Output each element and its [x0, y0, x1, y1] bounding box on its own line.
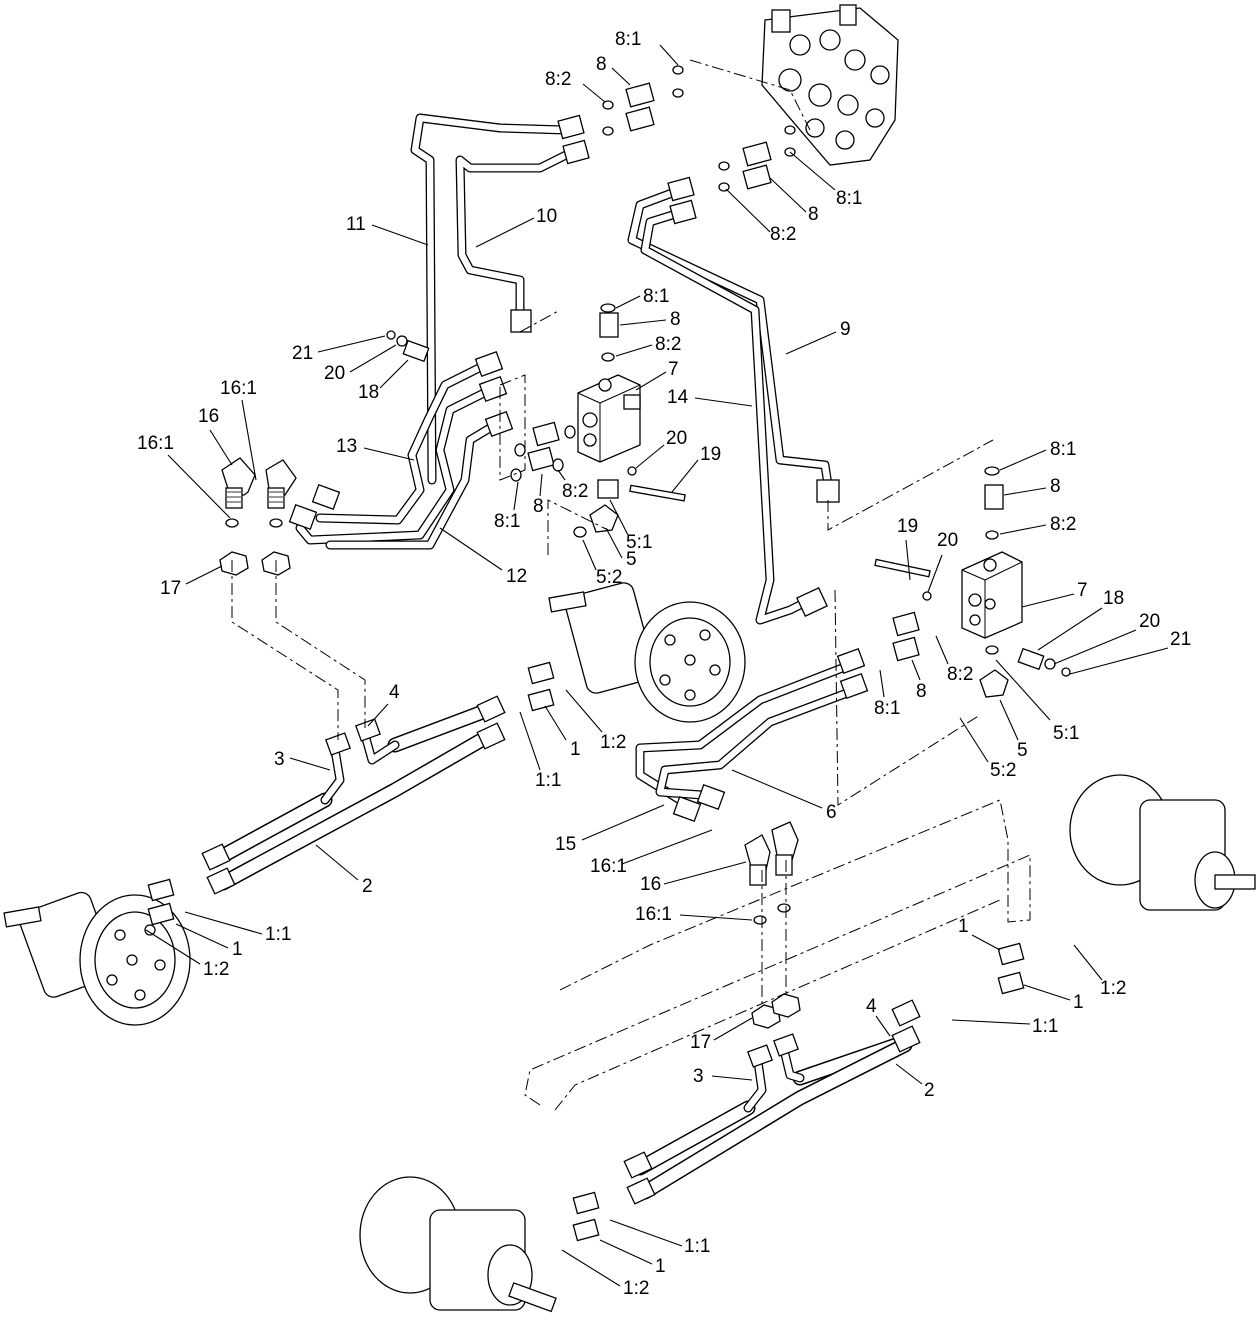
- callout-5-2-mid: 5:2: [596, 567, 622, 588]
- hoses-left: [147, 661, 555, 926]
- flow-divider-valve: [510, 303, 686, 538]
- callout-12: 12: [506, 566, 527, 587]
- callout-15: 15: [555, 834, 576, 855]
- callout-16-1-upper-b: 16:1: [137, 433, 174, 454]
- callout-8-2-mid-left: 8:2: [562, 481, 588, 502]
- callout-20-upper: 20: [324, 363, 345, 384]
- callout-1-1-right: 1:1: [1032, 1016, 1058, 1037]
- hydraulic-motor-right: [1069, 774, 1256, 911]
- tube-assembly-upper: [410, 113, 590, 485]
- callout-8-right: 8: [1050, 476, 1061, 497]
- part-drawings: [3, 4, 1256, 1313]
- callout-16-1-upper-a: 16:1: [220, 378, 257, 399]
- callout-8-1-mid: 8:1: [643, 286, 669, 307]
- flow-divider-valve-right: [874, 466, 1071, 698]
- callout-5-1-right: 5:1: [1053, 723, 1079, 744]
- tube-assembly-lower: [635, 647, 869, 823]
- frame-outline: [524, 799, 1031, 1111]
- callout-2-lower: 2: [924, 1080, 935, 1101]
- callout-8-1-mid-left: 8:1: [494, 511, 520, 532]
- callout-1-center-motor: 1: [570, 739, 581, 760]
- callout-1-1-center-motor: 1:1: [535, 770, 561, 791]
- callout-16-1-lower-a: 16:1: [590, 856, 627, 877]
- tube-assembly-left: [288, 350, 514, 550]
- elbow-fittings-lower: [744, 821, 801, 1029]
- callout-1-2-right: 1:2: [1100, 978, 1126, 999]
- callout-8-mid: 8: [670, 309, 681, 330]
- callout-16-1-lower-b: 16:1: [635, 904, 672, 925]
- callout-16-upper: 16: [198, 406, 219, 427]
- callout-19-right: 19: [897, 516, 918, 537]
- callout-2-left: 2: [362, 876, 373, 897]
- callout-1-bottom: 1: [655, 1256, 666, 1277]
- callout-1-right-b: 1: [1073, 992, 1084, 1013]
- callout-1-right-a: 1: [958, 916, 969, 937]
- hydraulic-motor-left: [3, 891, 191, 1026]
- callout-13: 13: [336, 436, 357, 457]
- callout-8-top: 8: [596, 54, 607, 75]
- callout-18-upper: 18: [358, 382, 379, 403]
- callout-3-left: 3: [274, 749, 285, 770]
- callout-21-upper: 21: [292, 343, 313, 364]
- callout-3-lower: 3: [693, 1066, 704, 1087]
- callout-8-right-b: 8: [916, 681, 927, 702]
- callout-14: 14: [667, 387, 689, 408]
- callout-17-upper: 17: [160, 578, 181, 599]
- callout-8-right-top: 8: [808, 204, 819, 225]
- hoses-lower: [572, 942, 1025, 1242]
- center-lines: [231, 59, 994, 1005]
- hydraulic-motor-bottom: [359, 1176, 557, 1313]
- callout-5-2-right: 5:2: [990, 760, 1016, 781]
- callout-4-left: 4: [389, 682, 400, 703]
- upper-fittings: [602, 65, 796, 192]
- callout-8-2-right-top: 8:2: [770, 224, 796, 245]
- tube-assembly-center: [627, 176, 840, 625]
- spacer-hardware-upper: [386, 330, 430, 363]
- callout-9: 9: [840, 319, 851, 340]
- callout-7-mid: 7: [668, 359, 679, 380]
- callout-5-right: 5: [1017, 740, 1028, 761]
- callout-8-2-top: 8:2: [545, 69, 571, 90]
- callout-20-right: 20: [937, 530, 958, 551]
- callout-20-right-b: 20: [1139, 611, 1160, 632]
- control-valve: [761, 4, 899, 166]
- callout-8-2-right: 8:2: [1050, 514, 1076, 535]
- callout-8-2-mid: 8:2: [655, 334, 681, 355]
- callout-4-lower: 4: [866, 996, 877, 1017]
- callout-1-left: 1: [232, 939, 243, 960]
- callout-8-1-right: 8:1: [1050, 439, 1076, 460]
- callout-11: 11: [346, 214, 366, 235]
- callout-5-mid: 5: [626, 549, 637, 570]
- callout-19-mid: 19: [700, 444, 721, 465]
- callout-1-2-center-motor: 1:2: [600, 732, 626, 753]
- callout-labels: 8:1 8:2 8 8 8:1 8:2 8 11 10 8:1 8 8:2 7 …: [137, 29, 1191, 1299]
- callout-8-1-right-top: 8:1: [836, 188, 862, 209]
- callout-21-right: 21: [1170, 629, 1191, 650]
- callout-1-1-bottom: 1:1: [684, 1236, 710, 1257]
- elbow-fittings-upper: [219, 457, 297, 576]
- callout-8-mid-left: 8: [533, 496, 544, 517]
- callout-17-lower: 17: [690, 1032, 711, 1053]
- callout-8-2-right-b: 8:2: [947, 664, 973, 685]
- callout-1-2-left: 1:2: [203, 959, 229, 980]
- callout-8-1-top: 8:1: [615, 29, 641, 50]
- callout-1-1-left: 1:1: [265, 924, 291, 945]
- hydraulic-motor-center: [548, 582, 746, 723]
- callout-10: 10: [536, 206, 557, 227]
- callout-8-1-right-b: 8:1: [874, 698, 900, 719]
- callout-20-mid: 20: [666, 428, 687, 449]
- callout-5-1-mid: 5:1: [626, 532, 652, 553]
- callout-16-lower: 16: [640, 874, 661, 895]
- callout-6: 6: [826, 802, 837, 823]
- callout-7-right: 7: [1077, 580, 1088, 601]
- callout-18-right: 18: [1103, 588, 1124, 609]
- callout-1-2-bottom: 1:2: [623, 1278, 649, 1299]
